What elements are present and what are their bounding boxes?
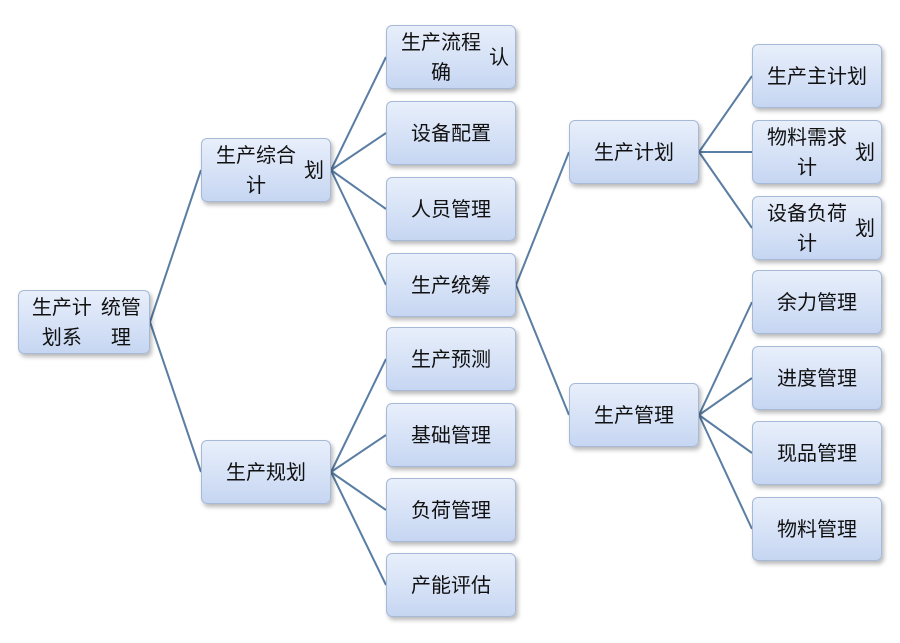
- node-spare-capacity-management[interactable]: 余力管理: [752, 270, 882, 334]
- node-progress-management[interactable]: 进度管理: [752, 346, 882, 410]
- node-line: 现品管理: [777, 441, 857, 465]
- connector-guihua-yuce: [330, 358, 387, 473]
- node-production-plan[interactable]: 生产计划: [569, 120, 699, 184]
- node-line: 产能评估: [411, 573, 491, 597]
- node-line: 生产流程确: [401, 30, 481, 84]
- node-line: 划: [304, 158, 324, 182]
- node-line: 划: [855, 140, 875, 164]
- connector-jihua-zhujihua: [698, 75, 753, 153]
- node-line: 物料管理: [777, 517, 857, 541]
- node-line: 人员管理: [411, 197, 491, 221]
- node-line: 物料需求计: [767, 125, 847, 179]
- node-line: 设备配置: [411, 121, 491, 145]
- node-line: 生产综合计: [216, 143, 296, 197]
- node-production-planning[interactable]: 生产规划: [201, 440, 331, 504]
- node-production-forecast[interactable]: 生产预测: [386, 327, 516, 391]
- node-line: 生产计划系: [31, 295, 92, 349]
- node-line: 统管理: [100, 295, 141, 349]
- node-process-confirm[interactable]: 生产流程确 认: [386, 25, 516, 89]
- node-load-management[interactable]: 负荷管理: [386, 478, 516, 542]
- connector-guanli-wuliao: [698, 414, 753, 530]
- node-equipment-config[interactable]: 设备配置: [386, 101, 516, 165]
- node-line: 生产主计划: [767, 64, 867, 88]
- connector-zonghe-renyuan: [330, 169, 387, 210]
- node-line: 负荷管理: [411, 498, 491, 522]
- node-line: 认: [489, 45, 509, 69]
- connector-guihua-channeng: [330, 471, 387, 586]
- node-line: 进度管理: [777, 366, 857, 390]
- connector-jihua-shebeifh: [698, 151, 753, 229]
- node-basic-management[interactable]: 基础管理: [386, 403, 516, 467]
- node-inventory-management[interactable]: 现品管理: [752, 421, 882, 485]
- connector-guihua-fuhe: [330, 471, 387, 511]
- node-line: 余力管理: [777, 290, 857, 314]
- node-line: 设备负荷计: [767, 201, 847, 255]
- connector-zonghe-liucheng: [330, 56, 387, 171]
- node-production-coordination[interactable]: 生产统筹: [386, 253, 516, 317]
- node-material-management[interactable]: 物料管理: [752, 497, 882, 561]
- node-production-management[interactable]: 生产管理: [569, 383, 699, 447]
- connector-zonghe-shebei: [330, 132, 387, 171]
- connector-root-zonghe: [149, 169, 202, 323]
- connector-guanli-yuli: [698, 301, 753, 416]
- connector-guihua-jichu: [330, 434, 387, 473]
- connector-zonghe-tongchou: [330, 169, 387, 286]
- connector-tongchou-jihua: [515, 151, 570, 286]
- node-line: 生产统筹: [411, 273, 491, 297]
- node-production-plan-system[interactable]: 生产计划系 统管理: [18, 290, 150, 354]
- connector-guanli-jindu: [698, 377, 753, 416]
- node-line: 划: [855, 216, 875, 240]
- node-equipment-load-plan[interactable]: 设备负荷计 划: [752, 196, 882, 260]
- node-capacity-evaluation[interactable]: 产能评估: [386, 553, 516, 617]
- node-line: 基础管理: [411, 423, 491, 447]
- connector-tongchou-guanli: [515, 284, 570, 416]
- node-line: 生产规划: [226, 460, 306, 484]
- node-line: 生产计划: [594, 140, 674, 164]
- connector-guanli-xianpin: [698, 414, 753, 454]
- node-personnel-management[interactable]: 人员管理: [386, 177, 516, 241]
- node-material-requirement-plan[interactable]: 物料需求计 划: [752, 120, 882, 184]
- node-line: 生产管理: [594, 403, 674, 427]
- node-comprehensive-plan[interactable]: 生产综合计 划: [201, 138, 331, 202]
- connector-root-guihua: [149, 321, 202, 473]
- node-line: 生产预测: [411, 347, 491, 371]
- node-master-production-plan[interactable]: 生产主计划: [752, 44, 882, 108]
